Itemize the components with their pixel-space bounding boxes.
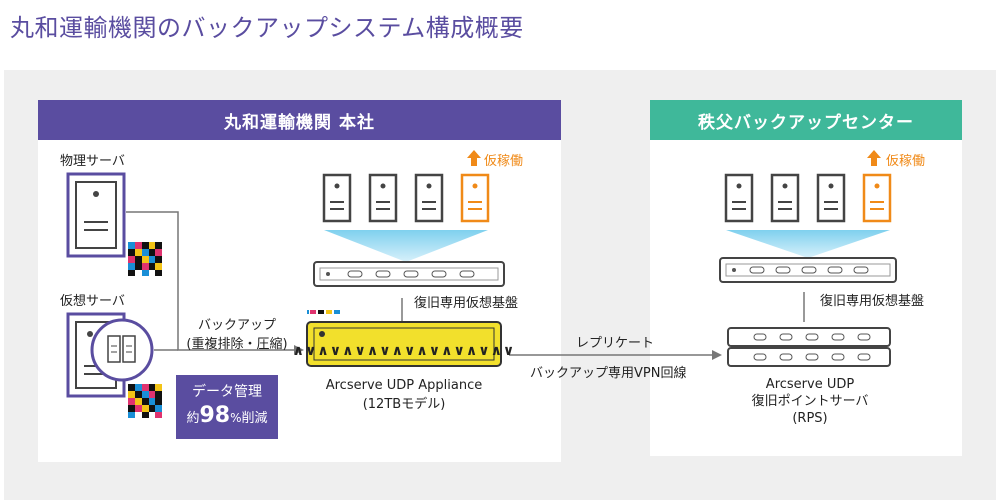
physical-server-label: 物理サーバ xyxy=(60,154,125,169)
appliance-label: Arcserve UDP Appliance (12TBモデル) xyxy=(294,378,514,412)
appliance-model: (12TBモデル) xyxy=(362,397,446,412)
hq-tower-server-3 xyxy=(414,173,444,223)
backup-label: バックアップ (重複排除・圧縮) xyxy=(182,314,292,352)
diagram-graphics: ∧∨∧∨∧∨∧∨∧∨∧∨∧∨∧∨∧∨ xyxy=(66,150,897,418)
page-title: 丸和運輸機関のバックアップシステム構成概要 xyxy=(10,14,524,42)
hq-tower-server-1 xyxy=(322,173,352,223)
backup-label-line1: バックアップ xyxy=(197,318,276,333)
virtual-server-label: 仮想サーバ xyxy=(60,294,125,309)
data-mgmt-unit: % xyxy=(230,411,242,425)
dr-recovery-platform-label: 復旧専用仮想基盤 xyxy=(820,294,925,309)
hq-rack-server xyxy=(313,261,505,287)
backup-arrow-head xyxy=(294,345,304,355)
replicate-label: レプリケート xyxy=(576,336,655,351)
data-mgmt-badge: データ管理 約98%削減 xyxy=(176,375,278,439)
dr-tower-server-temp xyxy=(862,173,892,223)
dr-header: 秩父バックアップセンター xyxy=(650,100,962,140)
dr-tower-server-2 xyxy=(770,173,800,223)
dr-tower-server-3 xyxy=(816,173,846,223)
hq-tower-server-2 xyxy=(368,173,398,223)
replication-arrow-head xyxy=(712,350,722,360)
virtual-server-icon xyxy=(66,312,154,398)
data-mosaic-icon-1 xyxy=(128,242,162,276)
rps-label: Arcserve UDP 復旧ポイントサーバ (RPS) xyxy=(720,376,900,427)
dr-up-arrow-icon xyxy=(867,150,881,166)
physical-server-icon xyxy=(66,172,126,258)
udp-appliance-icon: ∧∨∧∨∧∨∧∨∧∨∧∨∧∨∧∨∧∨ xyxy=(293,310,516,367)
hq-header: 丸和運輸機関 本社 xyxy=(38,100,561,140)
svg-text:∧∨∧∨∧∨∧∨∧∨∧∨∧∨∧∨∧∨: ∧∨∧∨∧∨∧∨∧∨∧∨∧∨∧∨∧∨ xyxy=(293,343,516,359)
data-mgmt-suffix: 削減 xyxy=(241,411,268,426)
hq-virtualization-beam xyxy=(324,230,488,262)
data-mgmt-title: データ管理 xyxy=(192,384,262,400)
hq-temp-label: 仮稼働 xyxy=(484,154,524,169)
dr-virtualization-beam xyxy=(726,230,890,258)
hq-recovery-platform-label: 復旧専用仮想基盤 xyxy=(414,296,519,311)
diagram-panel: 丸和運輸機関 本社 秩父バックアップセンター xyxy=(4,70,996,500)
physical-to-appliance-line xyxy=(126,211,294,351)
appliance-name: Arcserve UDP Appliance xyxy=(325,378,483,393)
backup-label-line2: (重複排除・圧縮) xyxy=(186,337,288,352)
data-mgmt-prefix: 約 xyxy=(186,411,200,426)
dr-tower-server-1 xyxy=(724,173,754,223)
hq-tower-server-temp xyxy=(460,173,490,223)
data-mosaic-icon-2 xyxy=(128,384,162,418)
rps-line2: 復旧ポイントサーバ xyxy=(751,394,869,409)
dr-rack-server xyxy=(719,257,897,283)
vpn-line-label: バックアップ専用VPN回線 xyxy=(530,366,687,381)
data-mgmt-value: 98 xyxy=(199,403,231,428)
dr-temp-label: 仮稼働 xyxy=(886,154,926,169)
data-mgmt-value-row: 約98%削減 xyxy=(176,403,278,428)
rps-line3: (RPS) xyxy=(792,411,828,426)
rps-line1: Arcserve UDP xyxy=(765,377,855,392)
rps-server-icon xyxy=(727,327,891,367)
hq-up-arrow-icon xyxy=(467,150,481,166)
